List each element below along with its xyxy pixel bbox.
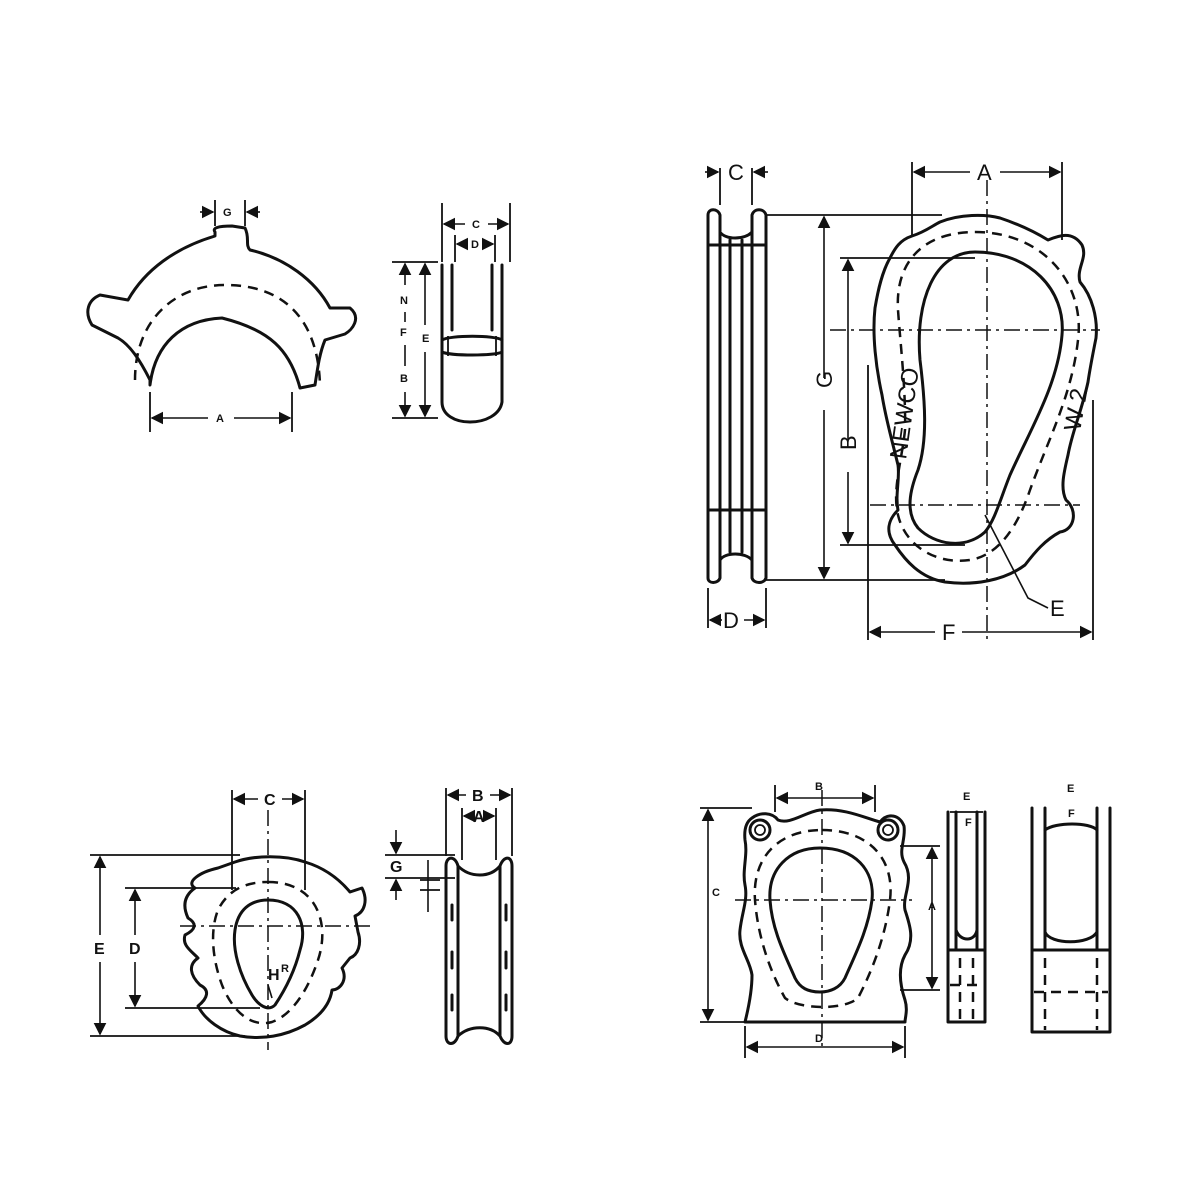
welded-large-side-label-f: F [1068,808,1075,820]
drawing-solid-thimble: C E D H R B A G [90,788,514,1050]
lug-right-icon [876,818,900,842]
half-thimble-front-outline [86,224,358,390]
side-dim-label-f: F [400,327,407,339]
welded-small-side-outline [946,810,987,1024]
solid-dim-label-e: E [94,941,105,958]
welded-thimble-groove-centerline [753,828,892,1009]
half-thimble-groove-centerline [133,283,322,386]
newco-brand-marking: NEWCO [885,366,925,461]
welded-large-side-outline [1030,806,1112,1034]
side-dim-label-b: B [400,373,408,385]
dim-label-a: A [216,413,224,425]
side-dim-label-c: C [472,219,480,231]
welded-dim-label-c: C [712,887,720,899]
solid-side-dim-label-a: A [473,809,485,826]
solid-dim-label-r: R [281,963,289,975]
drawing-half-thimble: A G C D N F B E [86,200,511,432]
welded-dim-label-d: D [815,1033,823,1045]
drawing-welded-thimble: B C A D E F E F [700,781,1112,1058]
welded-large-side-label-e: E [1067,783,1074,795]
solid-thimble-inner-eye [232,898,305,1010]
newco-dim-label-d: D [723,608,739,633]
newco-inner-eye [908,250,1064,545]
newco-groove-centerline [894,230,1081,563]
side-dim-label-d: D [471,239,479,251]
welded-thimble-front-outline [738,808,913,1024]
welded-side-label-f: F [965,817,972,829]
solid-dim-label-h: H [268,967,280,984]
solid-dim-label-d: D [129,941,141,958]
newco-dim-label-b: B [836,435,861,450]
solid-thimble-side-outline [444,856,514,1045]
newco-dim-label-e: E [1050,596,1065,621]
newco-dim-label-g: G [812,371,837,388]
welded-thimble-inner-eye [768,846,874,994]
solid-side-dim-label-b: B [472,788,484,805]
newco-model-marking: W 2 [1059,386,1093,433]
newco-dim-label-f: F [942,620,955,645]
side-dim-label-n: N [400,295,408,307]
solid-thimble-front-outline [182,855,367,1039]
newco-side-outline [706,208,768,584]
half-thimble-side-outline [440,263,504,424]
welded-side-label-e: E [963,791,970,803]
solid-side-dim-label-g: G [390,859,402,876]
lug-left-icon [748,818,772,842]
drawing-newco-thimble: C D A G B F [705,160,1100,645]
newco-dim-label-a: A [977,160,992,185]
newco-dim-label-c: C [728,160,744,185]
solid-thimble-groove-centerline [211,880,324,1025]
solid-dim-label-c: C [264,792,276,809]
newco-front-outline [872,213,1098,585]
welded-dim-label-b: B [815,781,823,793]
dim-label-g: G [223,207,232,219]
side-dim-label-e: E [422,333,429,345]
welded-dim-label-a: A [928,901,936,913]
